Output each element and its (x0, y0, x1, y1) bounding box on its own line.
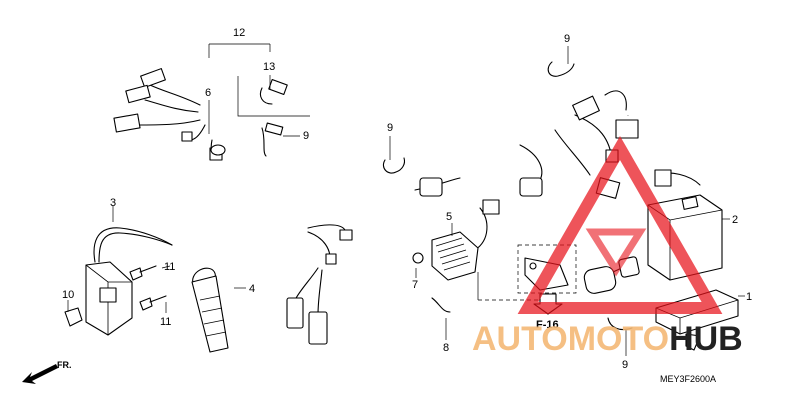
clamps (259, 61, 633, 331)
connector-h (286, 297, 304, 329)
callout-3: 3 (110, 197, 116, 209)
callout-12: 12 (233, 27, 245, 39)
connector-j (419, 177, 443, 197)
connector-c (113, 113, 141, 133)
connector-k (519, 177, 543, 197)
watermark-text: AUTOMOTOHUB (472, 320, 743, 358)
callout-5: 5 (446, 211, 452, 223)
callout-1: 1 (746, 291, 752, 303)
callout-11-upper: 11 (164, 261, 175, 273)
reference-f16: F-16 (536, 319, 559, 331)
ignition-coil (64, 227, 173, 336)
watermark: AUTOMOTOHUB (472, 135, 743, 358)
callout-6: 6 (205, 87, 211, 99)
connector-l (482, 199, 500, 215)
front-direction-arrow-icon: FR. (22, 360, 72, 384)
callout-9-bottom: 9 (622, 359, 628, 371)
diagram-code: MEY3F2600A (660, 374, 716, 384)
spark-plug-cap (191, 267, 229, 353)
callout-9-left: 9 (303, 130, 309, 142)
callout-labels: 1 2 3 4 5 6 7 8 9 9 9 9 10 11 11 12 13 F… (62, 27, 752, 384)
callout-8: 8 (443, 342, 449, 354)
regulator-rectifier (413, 231, 479, 281)
connector-f (339, 229, 353, 241)
connector-a (140, 68, 166, 88)
direction-label: FR. (57, 360, 72, 370)
leader-lines (67, 43, 745, 356)
connector-q (654, 169, 672, 187)
callout-7: 7 (412, 279, 418, 291)
callout-4: 4 (249, 283, 255, 295)
callout-10: 10 (62, 289, 74, 301)
callout-9-top: 9 (564, 33, 570, 45)
grommet (210, 144, 226, 156)
callout-9-center: 9 (387, 122, 393, 134)
control-unit (647, 194, 723, 281)
watermark-triangle-icon (517, 135, 723, 314)
connector-m (572, 95, 600, 121)
connector-i (308, 311, 328, 345)
connector-d (181, 131, 193, 142)
connector-n (615, 119, 639, 139)
callout-2: 2 (732, 214, 738, 226)
connector-g (325, 253, 337, 265)
connector-b (125, 84, 151, 104)
callout-13: 13 (263, 61, 275, 73)
fasteners (129, 252, 424, 311)
callout-11-lower: 11 (160, 316, 171, 328)
